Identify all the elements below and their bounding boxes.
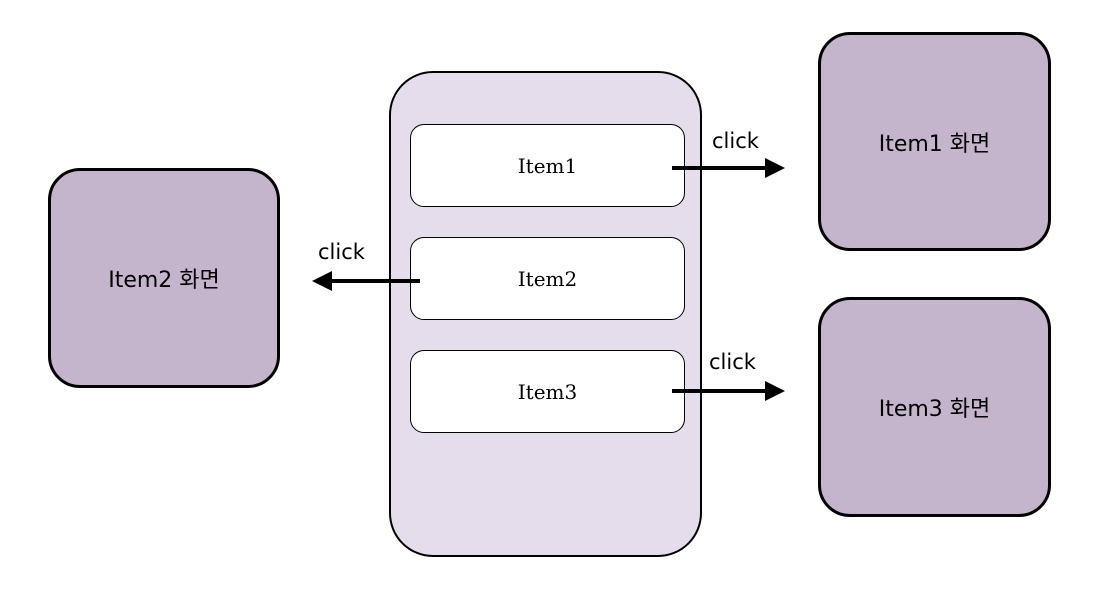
item1-screen: Item1 화면 [818,32,1051,251]
click-label-item3: click [709,350,756,374]
list-item-item1[interactable]: Item1 [410,124,685,207]
list-item-item3[interactable]: Item3 [410,350,685,433]
click-label-item1: click [712,129,759,153]
arrow-item1 [672,158,785,178]
item3-screen-label: Item3 화면 [878,397,991,422]
list-item-label: Item1 [517,153,578,178]
list-item-label: Item2 [517,266,578,291]
item2-screen: Item2 화면 [48,168,280,388]
click-label-item2: click [318,240,365,264]
arrow-item3 [672,381,785,401]
list-item-item2[interactable]: Item2 [410,237,685,320]
item3-screen: Item3 화면 [818,297,1051,517]
item2-screen-label: Item2 화면 [108,268,220,293]
arrow-item2 [312,271,420,291]
list-item-label: Item3 [517,379,578,404]
phone-list-screen: Item1 Item2 Item3 [389,71,702,557]
item1-screen-label: Item1 화면 [878,131,991,157]
